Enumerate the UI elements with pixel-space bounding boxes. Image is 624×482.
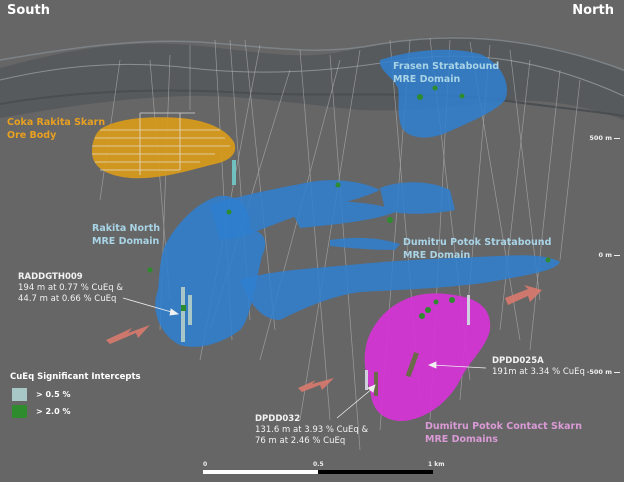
scale-segment-white — [203, 470, 318, 474]
callout-lines — [122, 297, 487, 419]
legend-item-low: > 0.5 % — [10, 388, 141, 401]
dumitru-stratabound-label: Dumitru Potok Stratabound MRE Domain — [403, 237, 552, 261]
arrow-southwest-2 — [298, 378, 334, 392]
swatch-low-grade — [12, 388, 27, 401]
frasen-domain — [379, 49, 508, 138]
direction-arrows — [106, 285, 542, 392]
elevation-minus-500: -500 m — [587, 368, 620, 376]
note-dpdd025a: DPDD025A 191m at 3.34 % CuEq — [492, 356, 585, 377]
intercept-markers — [147, 85, 551, 396]
dumitru-contact-skarn-domain — [364, 293, 491, 422]
note-raddgth009: RADDGTH009 194 m at 0.77 % CuEq & 44.7 m… — [18, 272, 123, 304]
tick-mark — [614, 371, 620, 373]
dumitru-stratabound-domain — [210, 180, 560, 320]
north-label: North — [572, 3, 614, 18]
legend: CuEq Significant Intercepts > 0.5 % > 2.… — [10, 372, 141, 422]
rakita-north-label: Rakita North MRE Domain — [92, 223, 161, 247]
scale-segment-black — [318, 470, 433, 474]
legend-item-high: > 2.0 % — [10, 405, 141, 418]
coka-rakita-label: Coka Rakita Skarn Ore Body — [7, 117, 106, 141]
topography-surface — [0, 36, 624, 120]
elevation-500: 500 m — [589, 134, 620, 142]
note-dpdd032: DPDD032 131.6 m at 3.93 % CuEq & 76 m at… — [255, 414, 369, 446]
dumitru-contact-label: Dumitru Potok Contact Skarn MRE Domains — [425, 421, 582, 445]
tick-mark — [614, 137, 620, 139]
coka-rakita-ore-body — [92, 112, 236, 179]
swatch-high-grade — [12, 405, 27, 418]
tick-mark — [614, 254, 620, 256]
legend-title: CuEq Significant Intercepts — [10, 372, 141, 382]
elevation-0: 0 m — [598, 251, 620, 259]
arrow-southwest-1 — [106, 325, 150, 344]
frasen-label: Frasen Stratabound MRE Domain — [393, 61, 500, 85]
arrow-northeast — [505, 285, 542, 305]
south-label: South — [7, 3, 51, 18]
